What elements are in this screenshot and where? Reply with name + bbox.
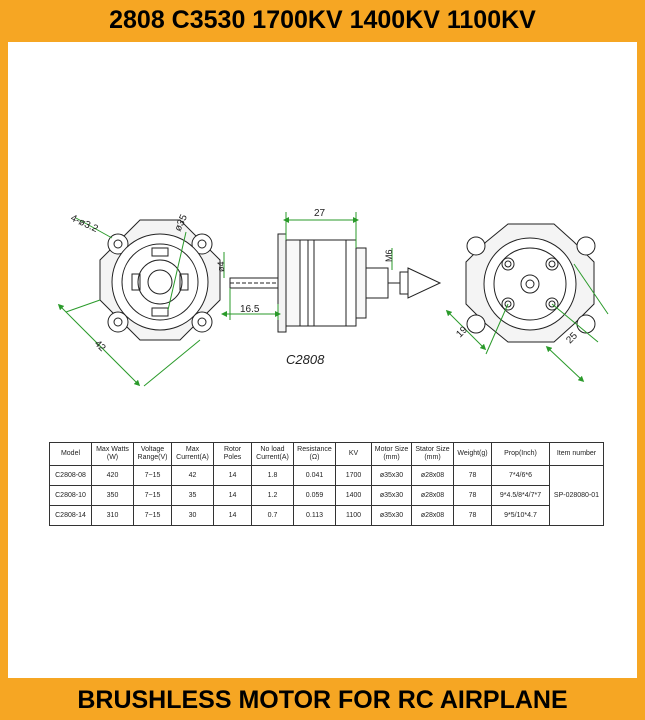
col-header: Model (49, 442, 92, 466)
table-cell: 7*4/6*6 (491, 465, 550, 486)
page-title: 2808 C3530 1700KV 1400KV 1100KV (109, 5, 536, 34)
body-width-label: 27 (314, 208, 326, 219)
table-cell: 14 (213, 505, 252, 526)
table-cell: 1.2 (251, 485, 294, 506)
header-banner: 2808 C3530 1700KV 1400KV 1100KV (0, 0, 645, 40)
table-cell: ø35x30 (371, 485, 412, 506)
shaft-length-label: 16.5 (240, 304, 260, 315)
col-header: KV (335, 442, 372, 466)
table-cell: 14 (213, 465, 252, 486)
table-cell: 1.8 (251, 465, 294, 486)
table-cell: 14 (213, 485, 252, 506)
table-cell: 0.041 (293, 465, 336, 486)
rear-view-drawing (465, 223, 596, 343)
thread-label: M6 (384, 249, 394, 262)
table-cell: 7~15 (133, 465, 172, 486)
table-cell: 78 (453, 465, 492, 486)
col-header: Resistance(Ω) (293, 442, 336, 466)
table-cell: 350 (91, 485, 134, 506)
col-header: Max Watts(W) (91, 442, 134, 466)
table-row: C2808-08 420 7~15 42 14 1.8 0.041 1700 ø… (49, 465, 604, 526)
table-cell: ø35x30 (371, 505, 412, 526)
col-header: Motor Size(mm) (371, 442, 412, 466)
col-header: Stator Size(mm) (411, 442, 454, 466)
table-cell: 9*5/10*4.7 (491, 505, 550, 526)
table-cell: ø28x08 (411, 505, 454, 526)
table-cell: ø28x08 (411, 465, 454, 486)
shaft-diameter-label: ø4 (216, 261, 226, 272)
table-row: C2808-10 350 7~15 35 14 1.2 0.059 1400 ø… (49, 485, 604, 506)
table-cell: 9*4.5/8*4/7*7 (491, 485, 550, 506)
table-cell: 78 (453, 505, 492, 526)
item-number-cell: SP-028080-01 (549, 465, 604, 526)
table-cell: 0.059 (293, 485, 336, 506)
table-row: C2808-14 310 7~15 30 14 0.7 0.113 1100 ø… (49, 505, 604, 526)
table-cell: 420 (91, 465, 134, 486)
side-view-drawing (229, 233, 442, 333)
technical-drawing: 4-ø3.2 ø35 42 2 (57, 208, 609, 387)
table-cell: 1100 (335, 505, 372, 526)
spec-sheet-panel: 4-ø3.2 ø35 42 2 (8, 42, 637, 678)
footer-banner: BRUSHLESS MOTOR FOR RC AIRPLANE (0, 680, 645, 720)
table-cell: 0.113 (293, 505, 336, 526)
col-header: Weight(g) (453, 442, 492, 466)
table-cell: C2808-08 (49, 465, 92, 486)
table-cell: 7~15 (133, 485, 172, 506)
table-cell: 1700 (335, 465, 372, 486)
rear-right-label: 25 (564, 330, 580, 346)
mount-holes-label: 4-ø3.2 (69, 213, 100, 235)
table-cell: C2808-10 (49, 485, 92, 506)
table-cell: 78 (453, 485, 492, 506)
model-label: C2808 (286, 352, 325, 367)
front-view-drawing (99, 219, 221, 341)
table-cell: 7~15 (133, 505, 172, 526)
table-cell: ø28x08 (411, 485, 454, 506)
table-cell: 42 (171, 465, 214, 486)
footer-title: BRUSHLESS MOTOR FOR RC AIRPLANE (77, 685, 568, 714)
table-cell: ø35x30 (371, 465, 412, 486)
col-header: Prop(Inch) (491, 442, 550, 466)
table-cell: 310 (91, 505, 134, 526)
table-cell: 35 (171, 485, 214, 506)
table-cell: 0.7 (251, 505, 294, 526)
table-cell: 1400 (335, 485, 372, 506)
table-cell: C2808-14 (49, 505, 92, 526)
col-header: Item number (549, 442, 604, 466)
table-cell: 30 (171, 505, 214, 526)
